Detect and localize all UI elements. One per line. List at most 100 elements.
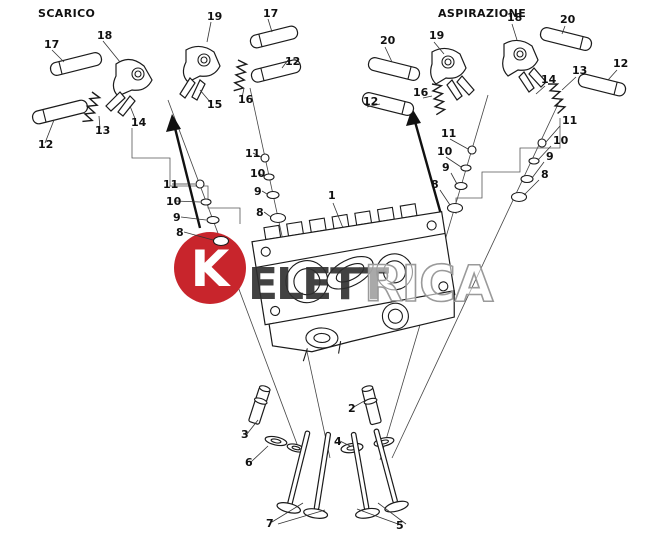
valve-spring-13-left	[82, 91, 102, 123]
fork-prong	[117, 95, 136, 117]
spring-coil	[233, 59, 249, 92]
shaft-body	[249, 25, 299, 49]
valve-spring-16-right	[431, 83, 447, 116]
port-bore-inner	[387, 308, 403, 324]
guide-collar	[363, 397, 378, 405]
seal-9	[454, 181, 468, 191]
valve-5b	[373, 428, 409, 513]
fork-prong	[528, 67, 547, 88]
washer-inner	[270, 438, 282, 444]
valve-spring-16-left	[233, 59, 249, 92]
watermark: K ELETT RICA	[174, 232, 496, 314]
fork-prong	[179, 77, 196, 99]
part-label-19: 19	[429, 29, 444, 42]
bolt-hole	[426, 220, 437, 231]
spring-washer-6	[264, 435, 288, 447]
part-label-9: 9	[546, 150, 554, 163]
shaft-collar	[579, 36, 584, 50]
section-title-scarico: SCARICO	[38, 7, 95, 20]
spring-washer-4	[340, 442, 364, 454]
seal-9	[266, 190, 280, 200]
valve-head	[303, 508, 329, 519]
arrow-left	[172, 123, 202, 229]
seal-9	[520, 174, 534, 184]
shaft-body	[361, 92, 415, 116]
shaft-body	[577, 73, 627, 97]
cylinder-head-1	[251, 203, 456, 362]
bolt-hole	[438, 281, 449, 292]
part-label-13: 13	[95, 124, 110, 137]
part-label-15: 15	[207, 98, 222, 111]
nut-11	[195, 179, 205, 189]
exhaust-flange-inner	[313, 332, 331, 344]
valve-head	[384, 500, 409, 513]
spring-coil	[82, 91, 102, 123]
part-label-1: 1	[328, 189, 336, 202]
part-label-9: 9	[254, 185, 262, 198]
shaft-collar	[258, 33, 263, 47]
washer-inner	[291, 445, 301, 451]
shaft-collar	[42, 109, 47, 123]
rocker-arm-19-left	[182, 45, 221, 83]
valve-guide-3	[248, 385, 271, 425]
part-label-12: 12	[613, 57, 628, 70]
pivot-hole-inner	[444, 58, 452, 66]
nut-11	[537, 138, 547, 148]
rocker-arm-18-right	[502, 39, 539, 77]
spring-seat-8	[510, 191, 528, 203]
part-label-10: 10	[166, 195, 182, 208]
nut-11	[467, 145, 477, 155]
exhaust-rocker-group	[31, 25, 302, 125]
bolt-hole	[270, 305, 281, 317]
spring-coil	[547, 83, 567, 115]
part-label-10: 10	[250, 167, 266, 180]
valve-spring-13-right	[547, 83, 567, 115]
part-label-18: 18	[507, 11, 522, 24]
connector-zigzag-right	[455, 118, 561, 214]
part-label-6: 6	[245, 456, 253, 469]
shaft-body	[250, 59, 302, 83]
bolt-hole	[260, 246, 271, 257]
rocker-arm-19-right	[430, 47, 475, 101]
fork-prong	[518, 71, 535, 93]
part-label-11: 11	[441, 127, 456, 140]
combustion-opening-inner	[335, 262, 365, 283]
part-label-11: 11	[245, 147, 260, 160]
part-label-8: 8	[176, 226, 184, 239]
head-fins	[263, 203, 418, 241]
part-label-7: 7	[266, 517, 274, 530]
pivot-hole-inner	[200, 56, 208, 64]
guide-top	[258, 385, 271, 393]
shaft-collar	[407, 66, 412, 80]
shaft-20-left	[367, 57, 421, 81]
part-label-9: 9	[173, 211, 181, 224]
part-label-12: 12	[38, 138, 53, 151]
shaft-17-right	[249, 25, 299, 49]
part-label-4: 4	[334, 435, 342, 448]
part-label-14: 14	[541, 73, 557, 86]
washer-10	[528, 157, 540, 165]
part-label-5: 5	[396, 519, 404, 532]
part-label-20: 20	[380, 34, 396, 47]
guide-body	[361, 387, 382, 426]
part-label-14: 14	[131, 116, 147, 129]
fork-prong	[446, 79, 463, 101]
stud	[302, 348, 308, 362]
shaft-12-right-upper	[577, 73, 627, 97]
watermark-brand-outline: RICA	[364, 255, 494, 313]
guide-body	[248, 386, 271, 425]
spring-seat-8	[212, 235, 230, 247]
fork-prong	[456, 75, 475, 96]
shaft-12-right-lower	[361, 92, 415, 116]
leader-lines	[44, 18, 618, 525]
part-label-8: 8	[541, 168, 549, 181]
pivot-hole-inner	[134, 70, 142, 78]
shaft-body	[367, 57, 421, 81]
shaft-collar	[613, 81, 618, 95]
rocker-fork-15	[179, 77, 206, 101]
pivot-hole-inner	[516, 50, 524, 58]
part-label-8: 8	[256, 206, 264, 219]
part-label-19: 19	[207, 10, 222, 23]
spring-seat-bore-right-inner	[382, 260, 407, 284]
